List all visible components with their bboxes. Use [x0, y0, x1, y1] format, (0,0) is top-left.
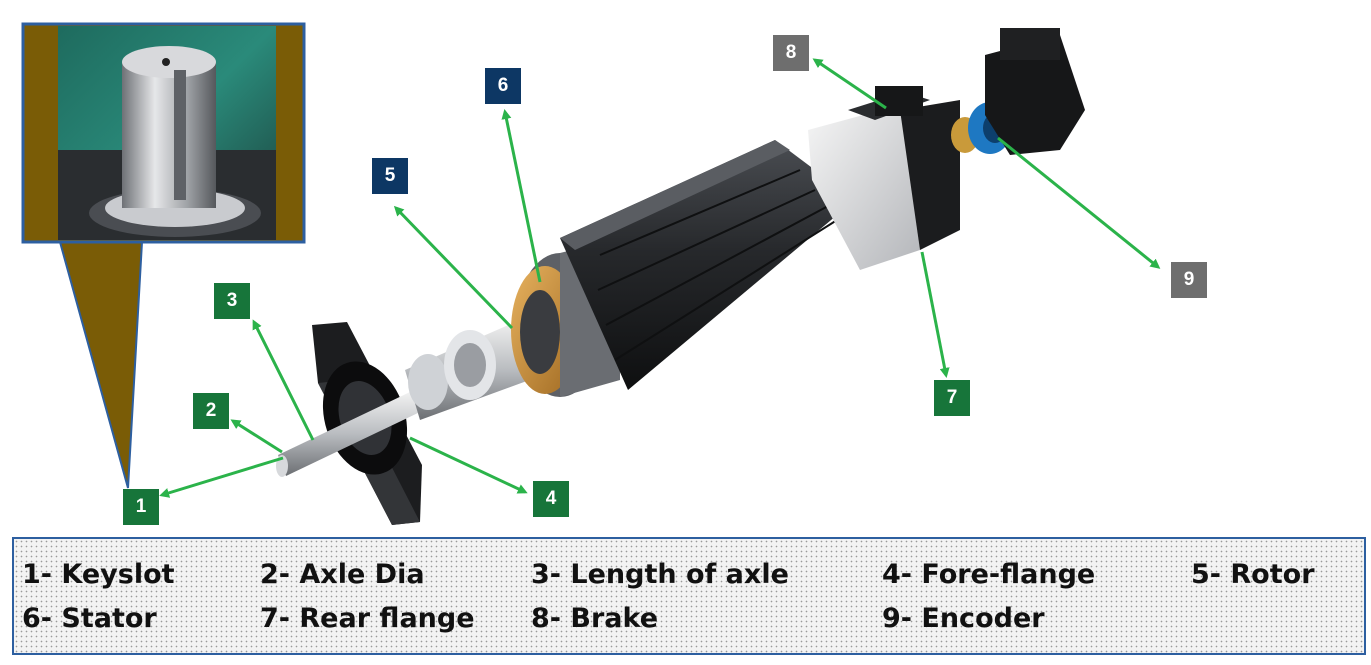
- arrow-9: [997, 136, 1161, 269]
- callout-badge-6: 6: [485, 68, 521, 104]
- callout-badge-1: 1: [123, 489, 159, 525]
- callout-badge-9: 9: [1171, 262, 1207, 298]
- rear-flange-shape: [808, 86, 960, 270]
- shaft-shape: [276, 320, 535, 477]
- legend-item-axle-dia: 2- Axle Dia: [260, 559, 425, 590]
- arrow-5: [393, 205, 514, 330]
- legend-item-rear-flange: 7- Rear flange: [260, 603, 475, 634]
- callout-badge-2: 2: [193, 393, 229, 429]
- legend-item-fore-flange: 4- Fore-flange: [882, 559, 1096, 590]
- arrow-6: [501, 109, 542, 283]
- callout-arrows: [159, 58, 1161, 498]
- parts-legend: 1- Keyslot 2- Axle Dia 3- Length of axle…: [12, 537, 1366, 655]
- arrow-4: [409, 436, 528, 494]
- encoder-brake-shape: [951, 28, 1085, 155]
- callout-badge-8: 8: [773, 35, 809, 71]
- arrow-1: [159, 456, 284, 498]
- callout-badge-3: 3: [214, 283, 250, 319]
- keyslot-inset: [21, 22, 306, 489]
- legend-item-keyslot: 1- Keyslot: [22, 559, 175, 590]
- legend-item-stator: 6- Stator: [22, 603, 157, 634]
- legend-item-brake: 8- Brake: [531, 603, 659, 634]
- arrow-7: [920, 251, 950, 378]
- motor-body-shape: [560, 140, 855, 390]
- callout-badge-4: 4: [533, 481, 569, 517]
- legend-item-rotor: 5- Rotor: [1191, 559, 1315, 590]
- arrow-2: [230, 419, 283, 454]
- arrow-8: [812, 58, 887, 110]
- callout-badge-7: 7: [934, 380, 970, 416]
- legend-item-axle-length: 3- Length of axle: [531, 559, 789, 590]
- legend-item-encoder: 9- Encoder: [882, 603, 1045, 634]
- stator-shape: [511, 238, 620, 397]
- callout-badge-5: 5: [372, 158, 408, 194]
- arrow-3: [252, 319, 315, 441]
